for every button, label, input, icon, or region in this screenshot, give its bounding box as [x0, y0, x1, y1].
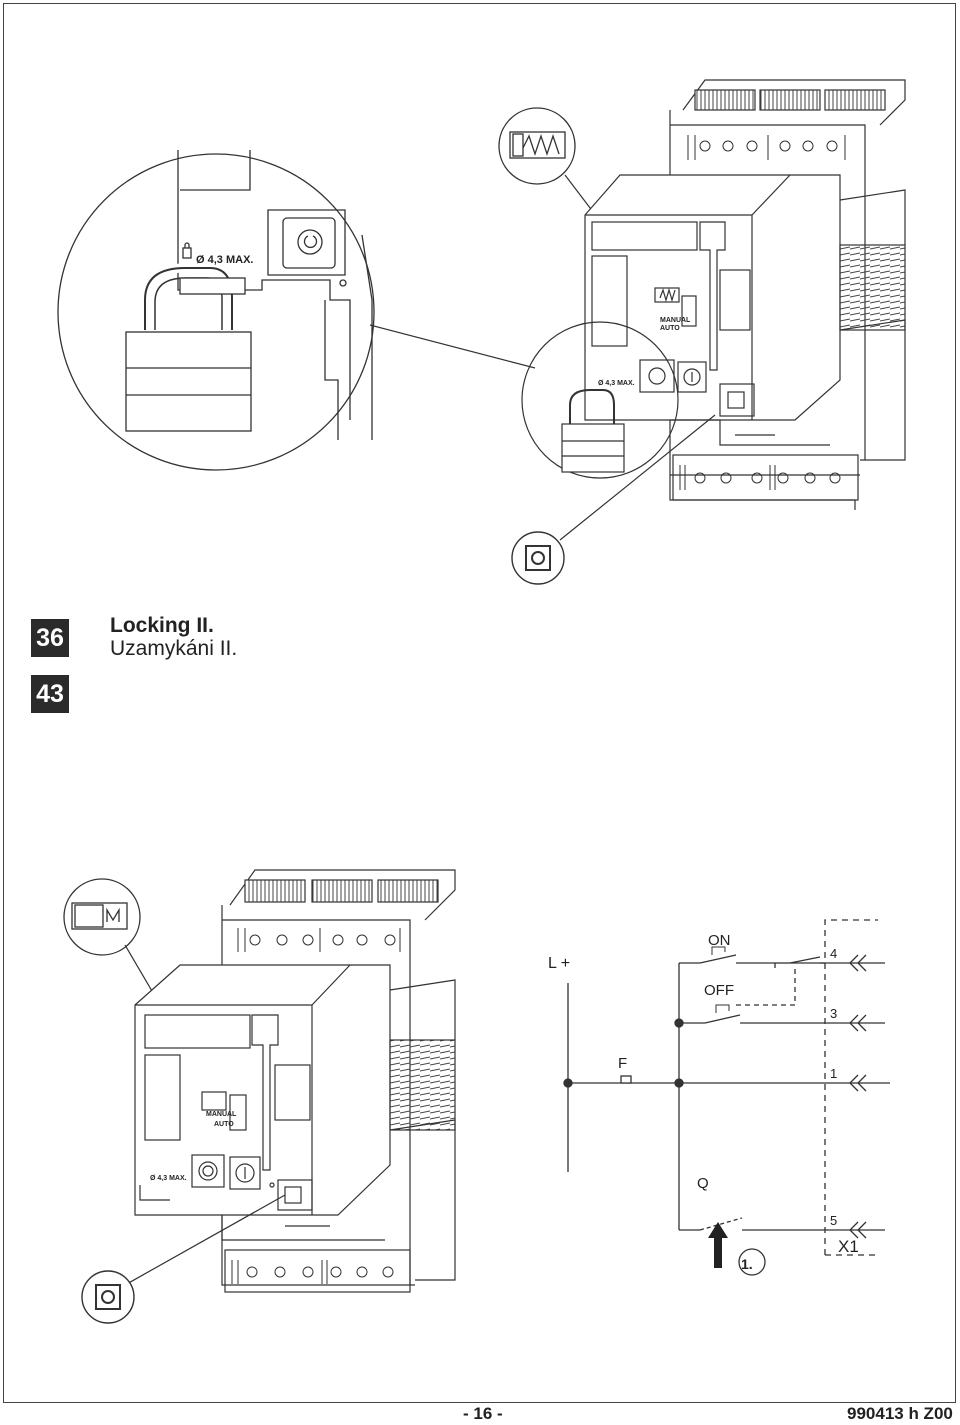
title-czech: Uzamykáni II. — [110, 637, 238, 660]
supply-label: L + — [548, 955, 570, 972]
lock-marking-label-top: Ø 4,3 MAX. — [598, 380, 635, 387]
push-arrow — [708, 1222, 728, 1268]
leader-line — [559, 414, 716, 541]
page-title: Locking II. Uzamykáni II. — [110, 614, 237, 660]
spring-callout-circle — [498, 107, 576, 185]
padlock-zoom-circle — [521, 321, 679, 479]
lock-button-callout-circle — [511, 531, 565, 585]
terminal-1-label: 1 — [830, 1066, 837, 1081]
section-number-badge-secondary: 43 — [31, 675, 69, 713]
terminal-5-label: 5 — [830, 1213, 837, 1228]
breaker-bottom-drawing — [134, 869, 456, 1293]
mode-manual-label-top: MANUAL — [660, 317, 691, 324]
fuse-label: F — [618, 1055, 627, 1072]
connector-x1-label: X1 — [838, 1237, 859, 1256]
on-label: ON — [708, 932, 731, 949]
padlock-detail-circle — [57, 150, 375, 471]
breaker-top-drawing — [584, 79, 906, 510]
section-number-badge: 36 — [31, 619, 69, 657]
terminal-3-label: 3 — [830, 1006, 837, 1021]
leader-line — [124, 1194, 286, 1286]
mode-auto-label-top: AUTO — [660, 325, 680, 332]
leader-line — [369, 324, 536, 369]
lock-marking-label-large: Ø 4,3 MAX. — [196, 254, 253, 266]
step-1-label: 1. — [741, 1256, 753, 1272]
mode-manual-label-bottom: MANUAL — [206, 1111, 237, 1118]
off-label: OFF — [704, 982, 734, 999]
lock-button-callout-circle-bottom — [81, 1270, 135, 1324]
document-code: 990413 h Z00 — [847, 1404, 953, 1423]
spring-callout-circle-bottom — [63, 878, 141, 956]
mode-auto-label-bottom: AUTO — [214, 1121, 234, 1128]
terminal-4-label: 4 — [830, 946, 837, 961]
wiring-schematic — [563, 919, 890, 1256]
page-border — [3, 3, 956, 1403]
switch-q-label: Q — [697, 1175, 709, 1192]
page-number: - 16 - — [463, 1404, 503, 1423]
lock-marking-label-bottom: Ø 4,3 MAX. — [150, 1175, 187, 1182]
step-circle — [738, 1248, 766, 1276]
title-english: Locking II. — [110, 614, 214, 637]
